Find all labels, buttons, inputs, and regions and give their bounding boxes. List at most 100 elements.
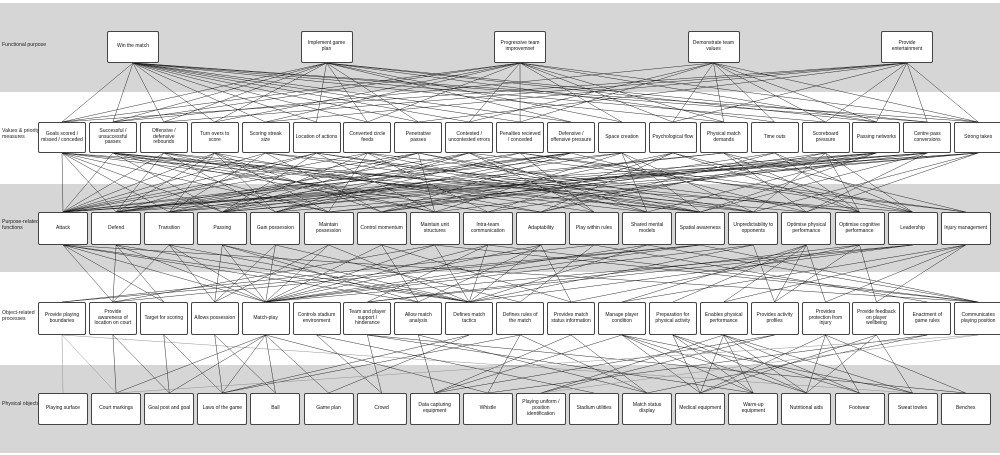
link-l0_l1-56 [906,62,979,123]
link-l0_l1-36 [519,62,724,123]
node-controls-stadium-environment: Controls stadium environment [292,302,341,335]
link-l0_l1-37 [519,62,877,123]
link-l0_l1-23 [326,62,622,123]
node-adaptability: Adaptability [515,212,566,245]
link-l2_l3-16 [222,244,419,303]
node-turn-overs-to-score: Turn overs to score [190,122,239,153]
link-l2_l3-48 [700,244,979,303]
link-l1_l2-82 [723,152,807,213]
link-l1_l2-87 [774,152,860,213]
link-l1_l2-102 [222,152,928,213]
link-l3_l4-6 [163,334,223,394]
link-l2_l3-17 [222,244,470,303]
node-maintain-unit-structures: Maintain unit structures [409,212,460,245]
level-label-functional-purpose: Functional purpose [2,42,47,48]
link-l2_l3-42 [265,244,648,303]
link-l2_l3-44 [647,244,979,303]
link-l1_l2-33 [265,152,860,213]
link-l3_l4-1 [61,334,117,394]
node-defensive-offensive-pressure: Defensive / offensive pressure [547,122,595,153]
link-l0_l1-55 [906,62,928,123]
link-l2_l3-6 [112,244,117,303]
link-l0_l1-13 [132,62,928,123]
link-l3_l4-5 [163,334,170,394]
link-l1_l2-63 [62,152,572,213]
node-spatial-awareness: Spatial awareness [675,212,726,245]
link-l3_l4-32 [621,334,807,394]
link-l2_l3-60 [859,244,877,303]
node-contested-uncontested-errors: Contested / uncontested errors [445,122,494,153]
link-l1_l2-78 [672,152,860,213]
node-communicates-playing-position: Communicates playing position [954,302,1000,335]
link-l0_l1-43 [713,62,724,123]
link-l2_l3-56 [806,244,826,303]
link-l1_l2-29 [62,152,266,213]
link-l1_l2-72 [621,152,648,213]
link-l1_l2-49 [418,152,435,213]
node-intra-team-communication: Intra-team communication [462,212,513,245]
link-l1_l2-93 [753,152,826,213]
link-l0_l1-26 [326,62,928,123]
link-l1_l2-24 [169,152,215,213]
node-defines-match-tactics: Defines match tactics [445,302,494,335]
link-l3_l4-8 [214,334,276,394]
link-l0_l1-15 [61,62,327,123]
link-l0_l1-29 [214,62,521,123]
node-play-within-rules: Play within rules [569,212,619,245]
node-warm-up-equipment: Warm-up equipment [728,393,779,425]
link-l1_l2-41 [222,152,368,213]
node-preparation-for-physical-activity: Preparation for physical activity [648,302,697,335]
link-l3_l4-19 [367,334,966,394]
link-l0_l1-14 [132,62,979,123]
link-l2_l3-33 [468,244,489,303]
node-centre-pass-conversions: Centre pass conversions [903,122,952,153]
link-l1_l2-46 [62,152,419,213]
link-l3_l4-15 [316,334,382,394]
link-l0_l1-4 [132,62,266,123]
link-l1_l2-104 [700,152,928,213]
link-l2_l3-39 [61,244,595,303]
node-footwear: Footwear [834,393,885,425]
link-l2_l3-22 [265,244,329,303]
link-l3_l4-55 [116,334,979,394]
link-l1_l2-43 [367,152,488,213]
link-l2_l3-50 [469,244,754,303]
link-l0_l1-41 [520,62,714,123]
link-l3_l4-17 [367,334,382,394]
level-label-physical-objects: Physical objects [2,401,40,407]
link-l2_l3-20 [275,244,521,303]
node-goal-post-and-goal: Goal post and goal [144,393,195,425]
link-l2_l3-30 [434,244,979,303]
link-l3_l4-53 [487,334,928,394]
link-l3_l4-41 [723,334,807,394]
link-l1_l2-98 [647,152,877,213]
link-l1_l2-86 [540,152,775,213]
link-l0_l1-44 [713,62,775,123]
link-l2_l3-28 [265,244,435,303]
node-offensive-defensive-rebounds: Offensive / defensive rebounds [139,122,188,153]
node-control-momentum: Control momentum [356,212,407,245]
link-l2_l3-55 [774,244,807,303]
link-l0_l1-31 [367,62,521,123]
link-l2_l3-25 [381,244,419,303]
link-l0_l1-11 [132,62,724,123]
link-l1_l2-55 [469,152,595,213]
link-l0_l1-5 [132,62,317,123]
link-l0_l1-1 [112,62,134,123]
link-l0_l1-54 [876,62,908,123]
link-l1_l2-109 [328,152,979,213]
link-l3_l4-23 [328,334,470,394]
link-l1_l2-19 [163,152,435,213]
link-l1_l2-30 [169,152,266,213]
link-l2_l3-2 [62,244,266,303]
node-maintain-possession: Maintain possession [303,212,354,245]
link-l3_l4-51 [806,334,877,394]
link-l1_l2-34 [62,152,317,213]
node-unpredictability-to-opponents: Unpredictability to opponents [728,212,779,245]
link-l0_l1-47 [713,62,979,123]
node-defines-rules-of-the-match: Defines rules of the match [496,302,545,335]
link-l3_l4-33 [621,334,913,394]
link-l1_l2-36 [222,152,317,213]
link-l3_l4-22 [222,334,470,394]
